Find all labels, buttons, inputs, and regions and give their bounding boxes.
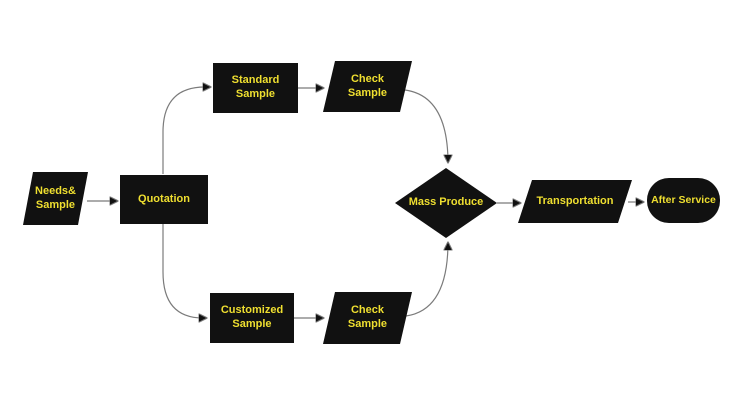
node-standard-sample: Standard Sample — [213, 63, 298, 113]
node-mass-produce-label: Mass Produce — [408, 196, 484, 209]
node-transportation-label: Transportation — [536, 194, 614, 207]
node-check-sample-top: Check Sample — [323, 61, 412, 112]
node-quotation-label: Quotation — [138, 192, 190, 205]
node-needs-sample: Needs& Sample — [23, 172, 88, 225]
node-quotation: Quotation — [120, 175, 208, 224]
edge-quotation-to-customized — [162, 224, 207, 318]
edge-check-top-to-mass — [404, 89, 448, 163]
node-standard-sample-label: Standard Sample — [231, 74, 280, 100]
node-check-sample-top-label: Check Sample — [347, 72, 388, 99]
node-transportation: Transportation — [518, 180, 632, 223]
node-check-sample-bottom: Check Sample — [323, 292, 412, 344]
node-customized-sample-label: Customized Sample — [220, 304, 284, 330]
edge-check-bottom-to-mass — [405, 242, 448, 317]
node-after-service-label: After Service — [651, 193, 716, 206]
node-customized-sample: Customized Sample — [210, 293, 294, 343]
node-mass-produce: Mass Produce — [395, 168, 497, 238]
node-needs-sample-label: Needs& Sample — [35, 184, 76, 211]
node-check-sample-bottom-label: Check Sample — [347, 304, 388, 330]
edge-quotation-to-standard — [162, 87, 211, 174]
node-after-service: After Service — [647, 178, 720, 223]
